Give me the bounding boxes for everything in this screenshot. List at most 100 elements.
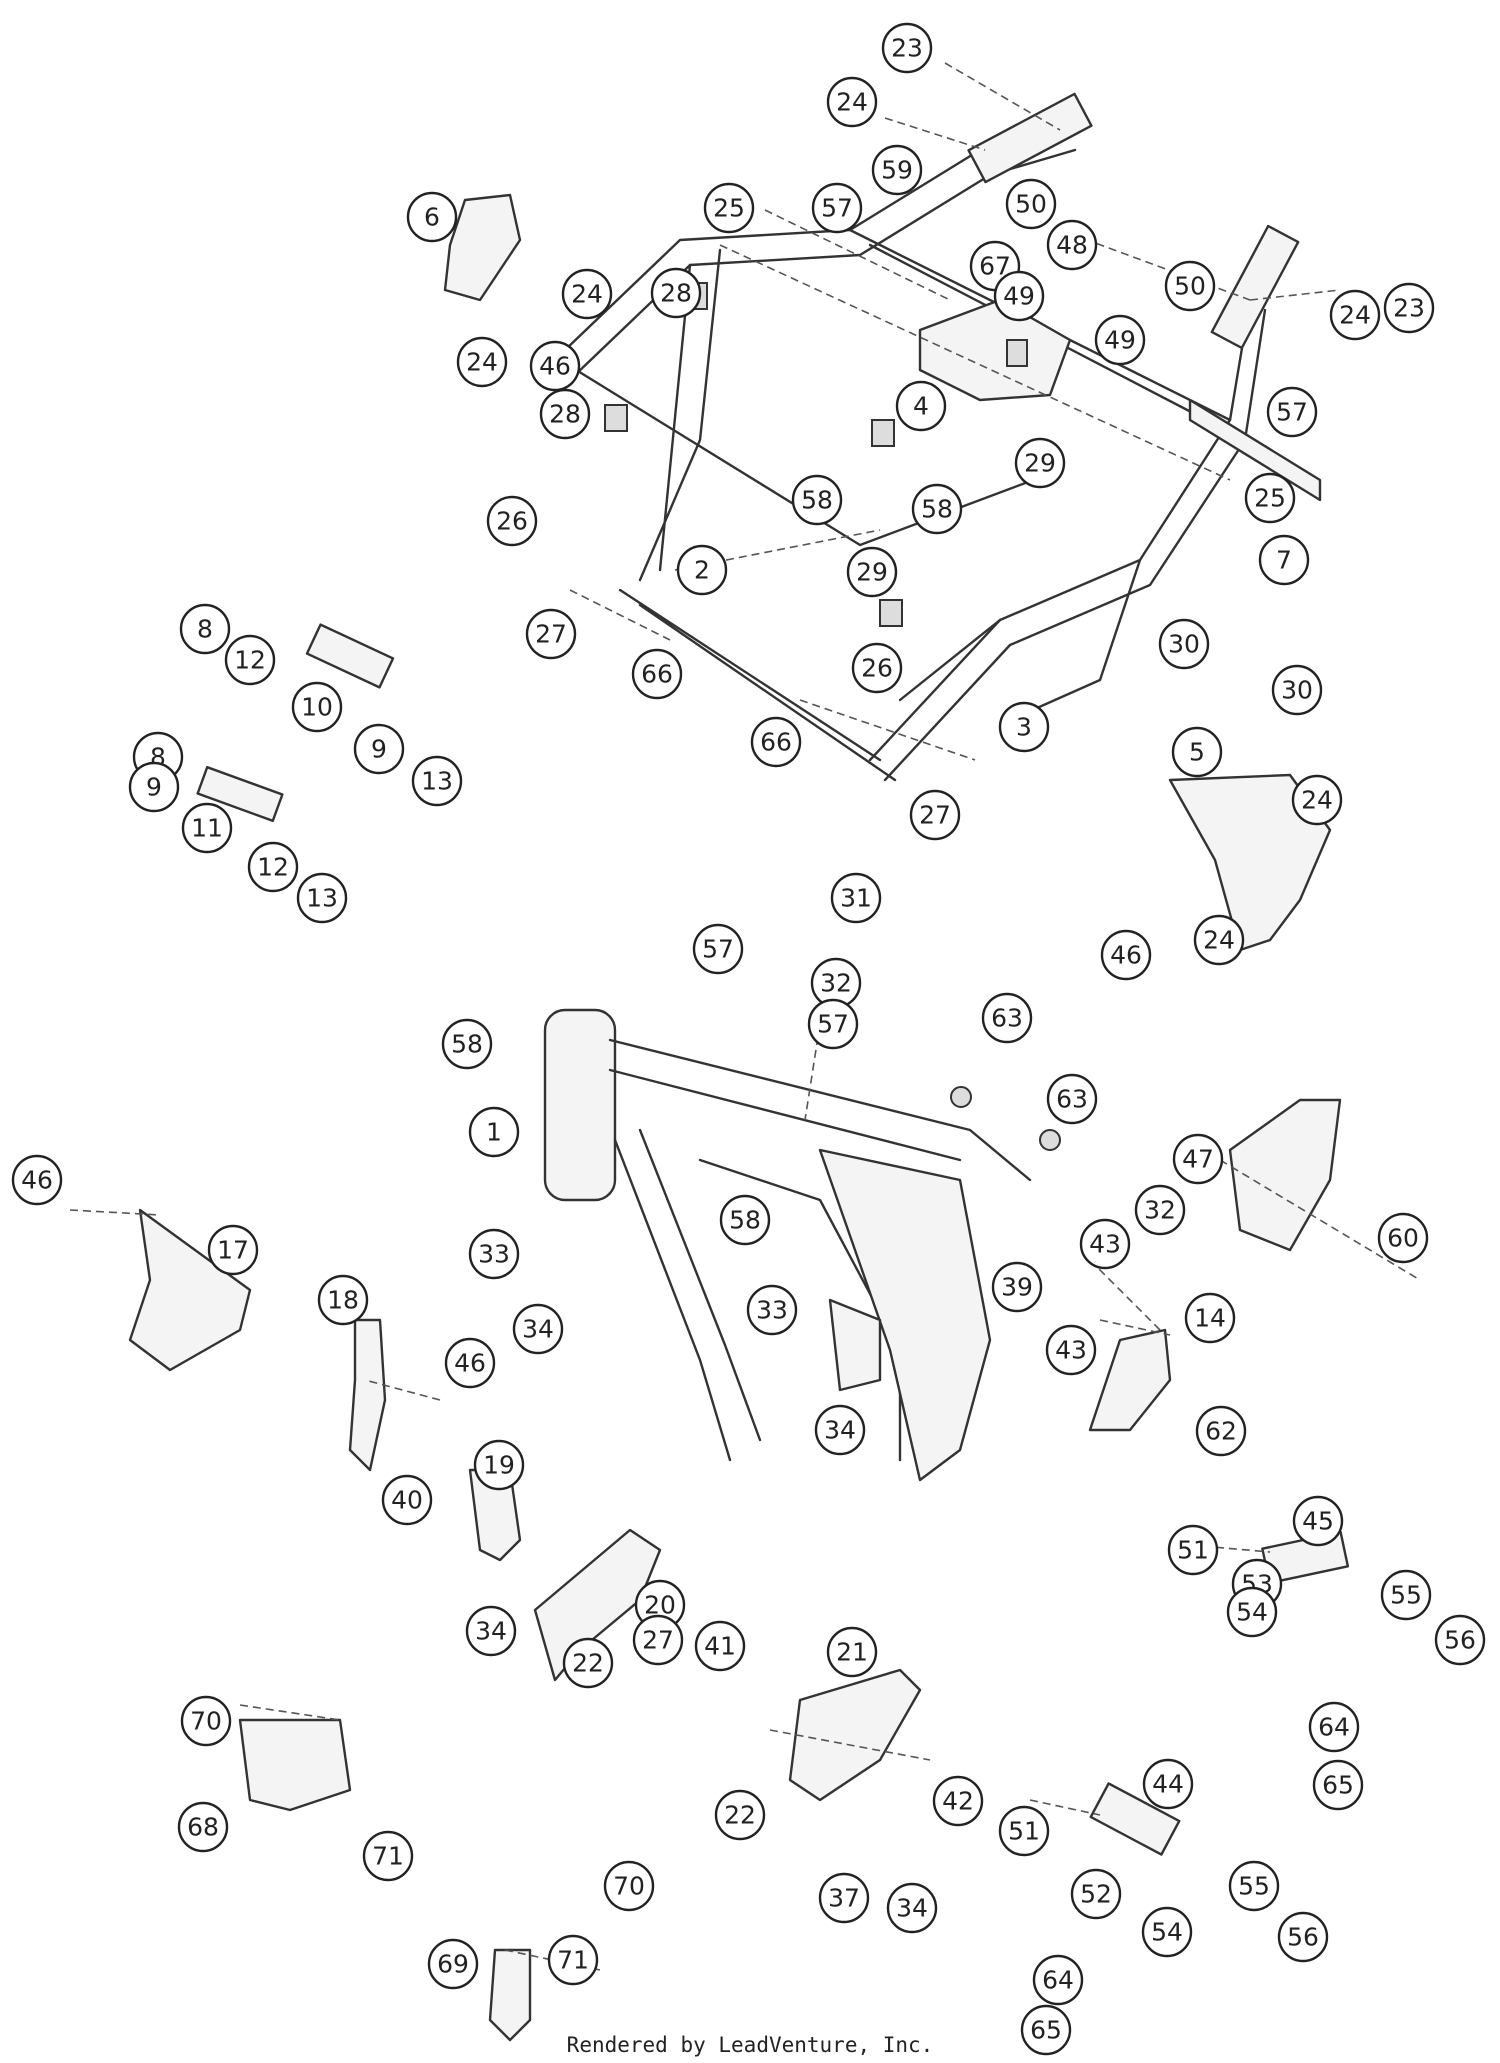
callout-47: 47 xyxy=(1172,1133,1224,1185)
callout-label: 70 xyxy=(190,1707,222,1736)
callout-label: 24 xyxy=(571,280,603,309)
callout-4: 4 xyxy=(895,380,947,432)
callout-ring xyxy=(1226,1586,1278,1638)
callout-ring xyxy=(486,495,538,547)
callout-ring xyxy=(1291,774,1343,826)
callout-label: 63 xyxy=(1056,1085,1088,1114)
callout-label: 33 xyxy=(478,1240,510,1269)
callout-label: 25 xyxy=(713,194,745,223)
callout-ring xyxy=(1434,1614,1486,1666)
callout-ring xyxy=(826,76,878,128)
callout-label: 9 xyxy=(146,773,162,802)
bracket-18 xyxy=(348,1318,387,1472)
callout-24: 24 xyxy=(1329,289,1381,341)
footpeg-44 xyxy=(1089,1782,1181,1856)
heat-shield-47 xyxy=(1228,1098,1342,1252)
plug-63a xyxy=(950,1086,972,1108)
callout-label: 49 xyxy=(1003,282,1035,311)
leader-lines xyxy=(69,62,1421,1971)
callout-label: 30 xyxy=(1281,676,1313,705)
callout-23: 23 xyxy=(1383,282,1435,334)
footpeg-11 xyxy=(196,765,284,823)
callout-ring xyxy=(473,1439,525,1491)
callout-59: 59 xyxy=(871,144,923,196)
callout-ring xyxy=(1228,1860,1280,1912)
callout-ring xyxy=(981,992,1033,1044)
callout-30: 30 xyxy=(1271,664,1323,716)
callout-label: 27 xyxy=(535,620,567,649)
callout-label: 57 xyxy=(817,1010,849,1039)
callout-label: 70 xyxy=(613,1872,645,1901)
callout-ring xyxy=(719,1194,771,1246)
callout-ring xyxy=(993,270,1045,322)
rubber-block-29b xyxy=(871,419,895,447)
callout-70: 70 xyxy=(603,1860,655,1912)
callout-29: 29 xyxy=(1014,437,1066,489)
callout-label: 28 xyxy=(549,400,581,429)
callout-ring xyxy=(1172,1133,1224,1185)
callout-12: 12 xyxy=(247,841,299,893)
callout-ring xyxy=(1271,664,1323,716)
callout-46: 46 xyxy=(11,1154,63,1206)
callout-ring xyxy=(353,723,405,775)
callout-ring xyxy=(632,1614,684,1666)
callout-26: 26 xyxy=(486,495,538,547)
callout-label: 8 xyxy=(197,615,213,644)
callout-ring xyxy=(180,1695,232,1747)
callout-63: 63 xyxy=(981,992,1033,1044)
callout-13: 13 xyxy=(411,755,463,807)
callout-ring xyxy=(998,701,1050,753)
callout-ring xyxy=(1329,289,1381,341)
callout-label: 27 xyxy=(919,801,951,830)
callout-label: 6 xyxy=(424,203,440,232)
callout-label: 32 xyxy=(820,969,852,998)
callout-58: 58 xyxy=(911,483,963,535)
callout-ring xyxy=(468,1228,520,1280)
callout-51: 51 xyxy=(1167,1524,1219,1576)
callout-label: 58 xyxy=(801,486,833,515)
callout-64: 64 xyxy=(1308,1701,1360,1753)
callout-label: 32 xyxy=(1144,1196,1176,1225)
callout-56: 56 xyxy=(1277,1911,1329,1963)
callout-label: 30 xyxy=(1168,630,1200,659)
callout-46: 46 xyxy=(529,340,581,392)
callout-40: 40 xyxy=(381,1474,433,1526)
callout-label: 43 xyxy=(1089,1230,1121,1259)
callout-62: 62 xyxy=(1195,1405,1247,1457)
footrest-bracket-5 xyxy=(1168,773,1332,952)
callout-32: 32 xyxy=(810,957,862,1009)
callout-ring xyxy=(562,1637,614,1689)
callout-label: 37 xyxy=(828,1884,860,1913)
callout-ring xyxy=(207,1224,259,1276)
callout-ring xyxy=(886,1882,938,1934)
callout-ring xyxy=(525,608,577,660)
callout-ring xyxy=(1070,1868,1122,1920)
callout-24: 24 xyxy=(1291,774,1343,826)
callout-label: 19 xyxy=(483,1451,515,1480)
callout-ring xyxy=(1258,534,1310,586)
callout-13: 13 xyxy=(296,872,348,924)
callout-label: 42 xyxy=(942,1787,974,1816)
callout-ring xyxy=(561,268,613,320)
callout-ring xyxy=(991,1261,1043,1313)
callout-ring xyxy=(177,1801,229,1853)
callout-71: 71 xyxy=(362,1830,414,1882)
callout-label: 71 xyxy=(557,1946,589,1975)
callout-58: 58 xyxy=(719,1194,771,1246)
callout-ring xyxy=(529,340,581,392)
callout-label: 20 xyxy=(644,1591,676,1620)
callout-ring xyxy=(444,1337,496,1389)
callout-ring xyxy=(1380,1569,1432,1621)
callout-label: 55 xyxy=(1238,1872,1270,1901)
callout-54: 54 xyxy=(1141,1906,1193,1958)
callout-label: 28 xyxy=(660,279,692,308)
callout-ring xyxy=(911,483,963,535)
callout-label: 49 xyxy=(1104,326,1136,355)
callout-ring xyxy=(1142,1758,1194,1810)
callout-43: 43 xyxy=(1079,1218,1131,1270)
callout-label: 13 xyxy=(306,884,338,913)
callout-label: 50 xyxy=(1174,272,1206,301)
callout-ring xyxy=(1195,1405,1247,1457)
callout-ring xyxy=(1046,219,1098,271)
